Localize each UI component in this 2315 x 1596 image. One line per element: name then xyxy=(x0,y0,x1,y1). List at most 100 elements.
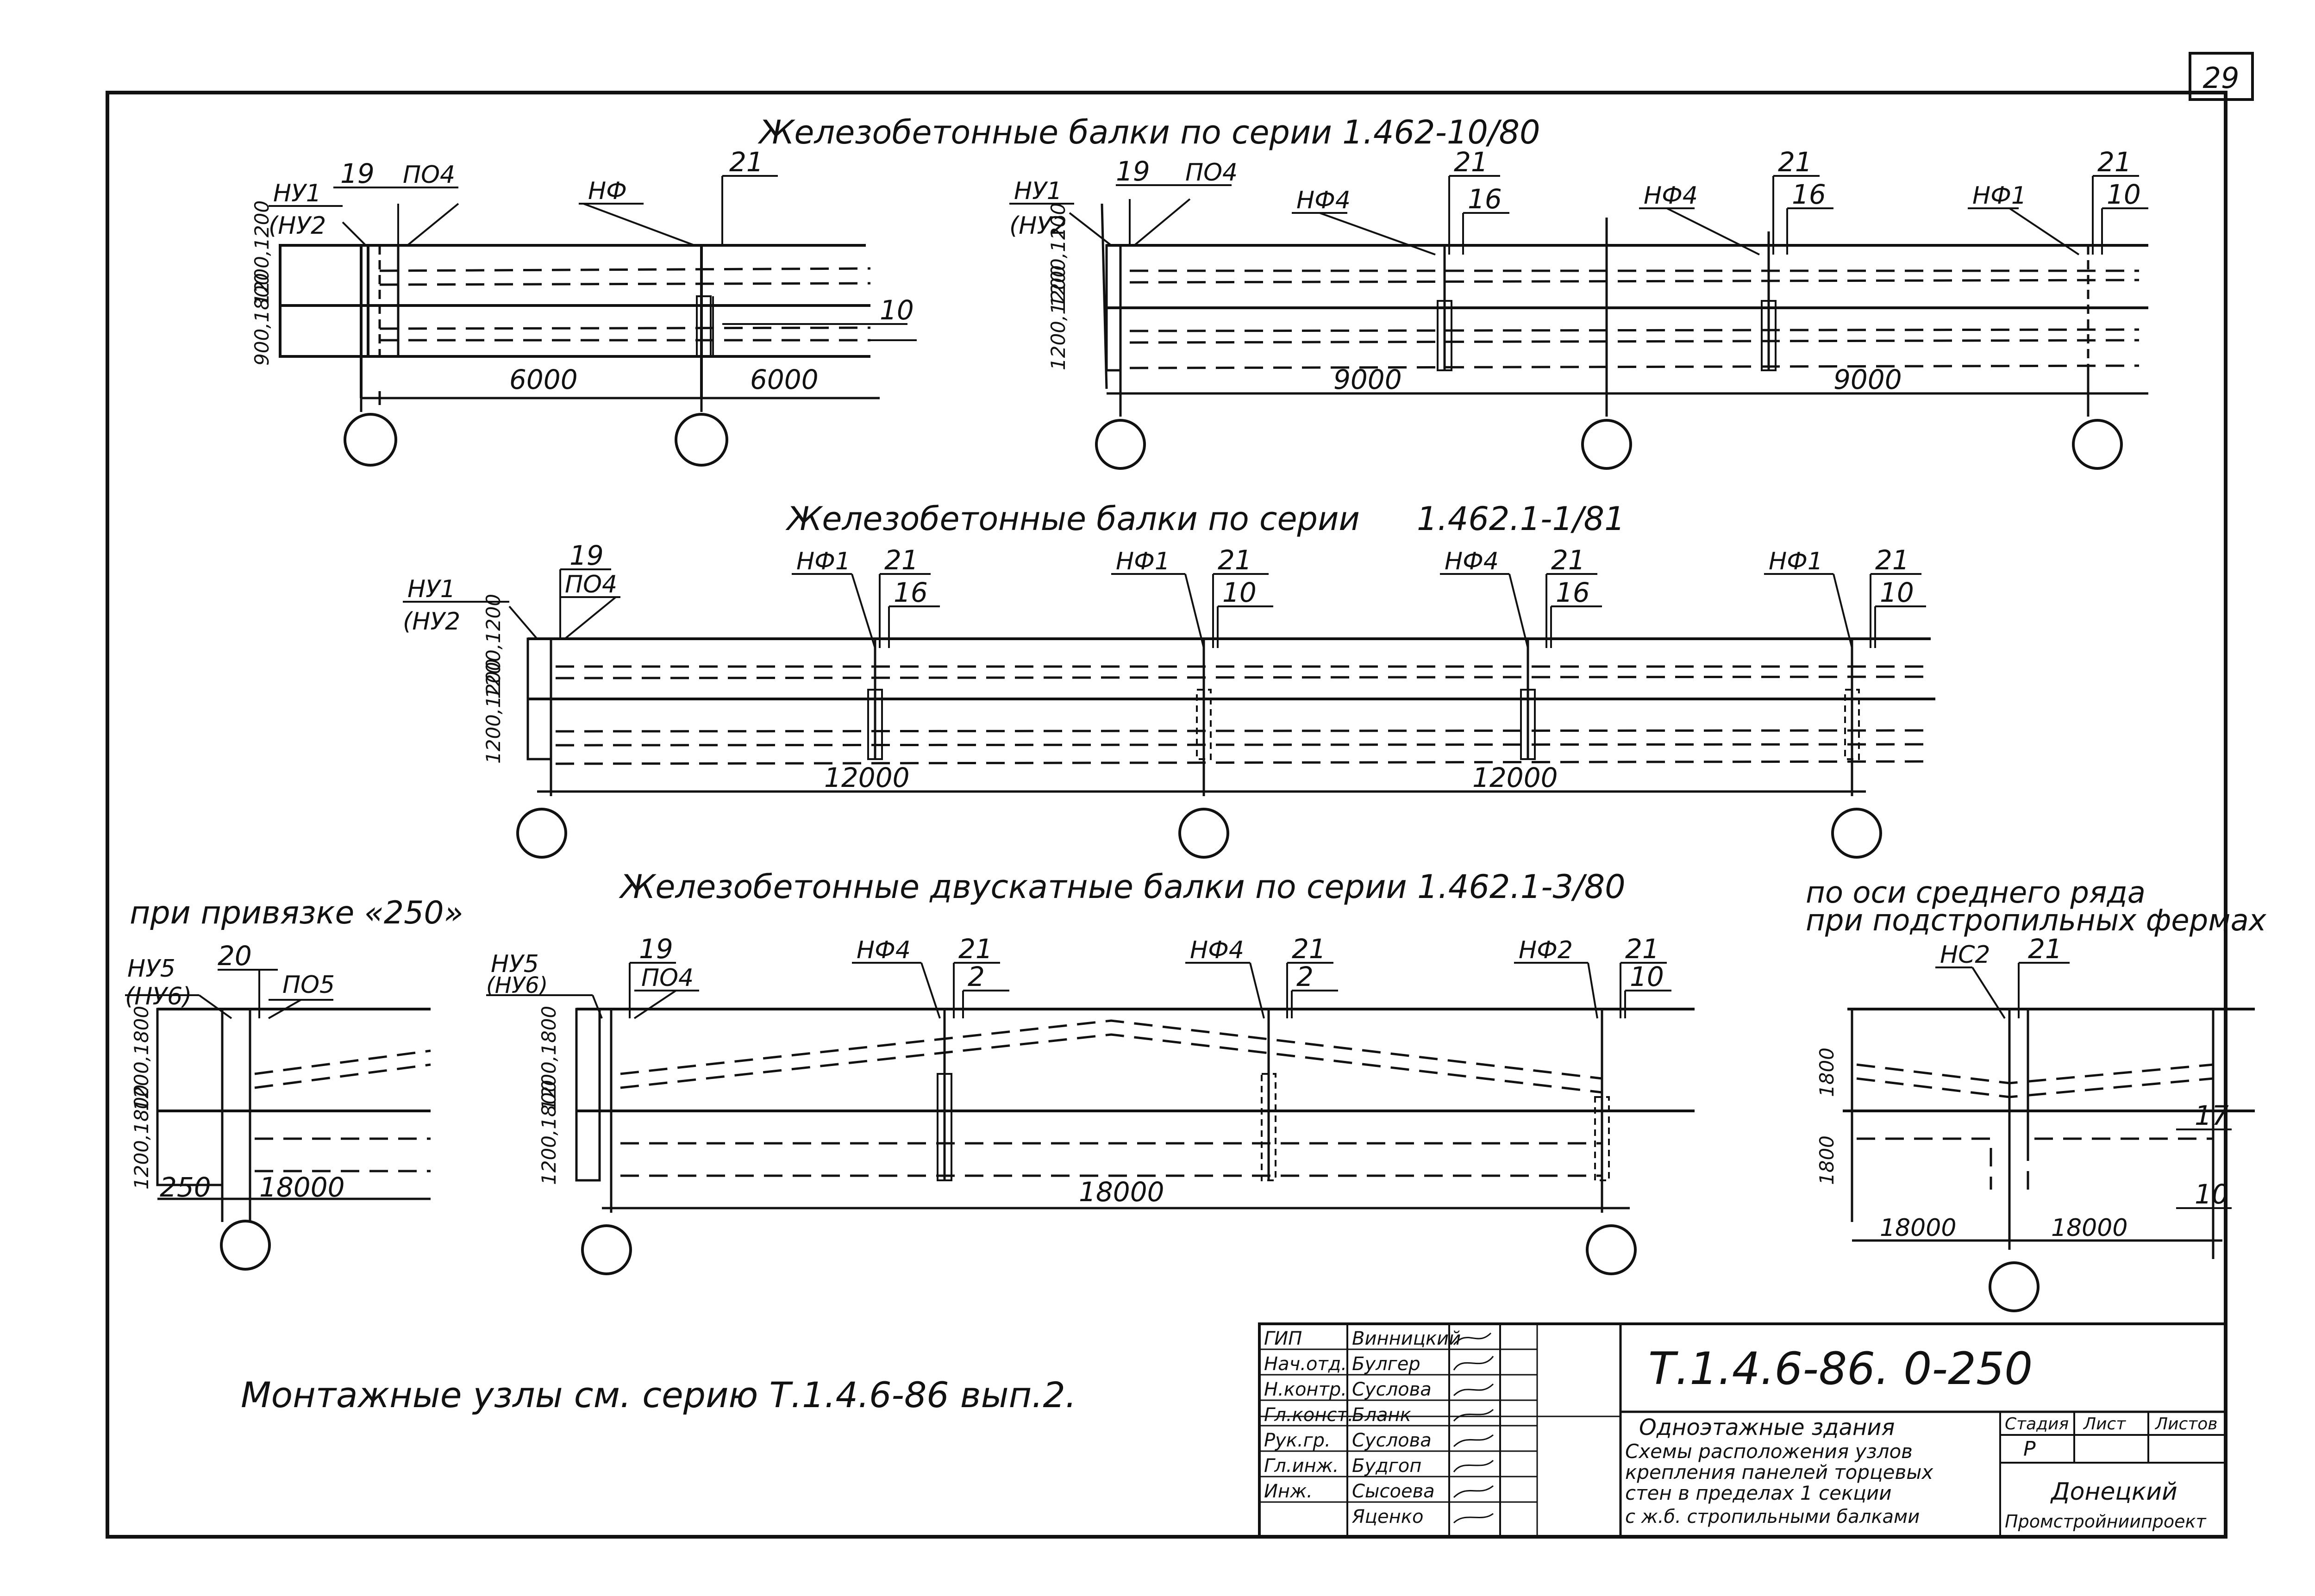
tb-org-2: Промстройниипроект xyxy=(2005,1511,2207,1532)
s3-left-mark-b: ПО5 xyxy=(282,971,335,999)
signature-5 xyxy=(1453,1434,1494,1447)
s2-node-2: НФ1 xyxy=(1116,548,1170,575)
tb-name-2: Булгер xyxy=(1352,1353,1420,1375)
tb-name-4: Бланк xyxy=(1352,1404,1411,1426)
s1-right-node-3: НФ1 xyxy=(1972,182,2027,210)
s2-span-2: 12000 xyxy=(1472,762,1558,793)
s2-mark-b: ПО4 xyxy=(565,571,617,598)
s3-mid-node-1-sub: 2 xyxy=(968,961,985,992)
sheet-frame xyxy=(106,91,2227,1539)
s1-right-node-alt: (НУ2 xyxy=(1009,212,1067,240)
s3-mid-node-1: НФ4 xyxy=(857,936,911,964)
s2-node-3: НФ4 xyxy=(1445,548,1499,575)
s3-mid-node-alt: (НУ6) xyxy=(486,973,548,998)
tb-role-3: Н.контр. xyxy=(1264,1379,1347,1400)
tb-role-7: Инж. xyxy=(1264,1481,1313,1502)
tb-desc-4: стен в пределах 1 секции xyxy=(1625,1482,1892,1504)
s1-right-mark-b: ПО4 xyxy=(1185,159,1238,187)
tb-name-6: Будгоп xyxy=(1352,1455,1421,1477)
s3-mid-diagram xyxy=(486,962,1695,1275)
s1-right-node-1-top: 21 xyxy=(1454,146,1488,178)
s3-right-diagram xyxy=(1843,962,2255,1312)
s1-right-node-2: НФ4 xyxy=(1644,182,1698,210)
s2-node-1: НФ1 xyxy=(796,548,851,575)
s2-span-1: 12000 xyxy=(824,762,910,793)
s1-right-span-2: 9000 xyxy=(1833,364,1902,395)
s2-node-3-sub: 16 xyxy=(1556,577,1590,608)
section1-title: Железобетонные балки по серии 1.462-10/8… xyxy=(757,113,1540,151)
s1-right-axis-bubble-1 xyxy=(1095,419,1146,470)
s1-right-dim-lower: 1200,1200 xyxy=(1047,265,1070,370)
s3-mid-node-main: НУ5 xyxy=(491,950,539,978)
s1-left-node-main: НУ1 xyxy=(273,180,321,207)
tb-desc-1: Одноэтажные здания xyxy=(1639,1415,1895,1440)
s1-right-axis-bubble-2 xyxy=(1581,419,1632,470)
tb-name-1: Винницкий xyxy=(1352,1328,1461,1349)
s1-left-axis-bubble-2 xyxy=(675,413,728,467)
s1-right-node-1-sub: 16 xyxy=(1468,183,1502,215)
s1-right-axis-bubble-3 xyxy=(2072,419,2123,470)
s3-right-title-2: при подстропильных фермах xyxy=(1806,904,2267,938)
s1-right-node-1: НФ4 xyxy=(1296,187,1351,214)
s2-axis-bubble-1 xyxy=(516,808,567,859)
s3-mid-node-2: НФ4 xyxy=(1190,936,1244,964)
s1-left-axis-bubble-1 xyxy=(344,413,397,467)
signature-6 xyxy=(1453,1459,1494,1472)
s3-mid-axis-bubble-2 xyxy=(1586,1224,1637,1275)
s1-left-dim-lower: 900,1800 xyxy=(250,273,273,366)
s2-dim-upper: 1200,1200 xyxy=(482,594,505,699)
s2-node-1-sub: 16 xyxy=(894,577,928,608)
s2-node-4: НФ1 xyxy=(1769,548,1823,575)
s2-node-4-top: 21 xyxy=(1875,544,1909,576)
tb-hdr-stage: Стадия xyxy=(2005,1415,2069,1434)
s3-mid-span: 18000 xyxy=(1079,1176,1164,1208)
s2-axis-bubble-3 xyxy=(1831,808,1882,859)
s1-right-span-1: 9000 xyxy=(1333,364,1402,395)
s1-right-node-main: НУ1 xyxy=(1014,177,1062,205)
signature-8 xyxy=(1453,1513,1494,1524)
s3-right-mark-10: 10 xyxy=(2195,1178,2229,1210)
s3-left-dim-b: 18000 xyxy=(259,1172,345,1203)
s3-mid-dim-upper: 1200,1800 xyxy=(538,1006,560,1111)
s3-right-span-2: 18000 xyxy=(2051,1214,2127,1242)
tb-name-7: Сысоева xyxy=(1352,1481,1435,1502)
s1-left-column xyxy=(279,244,369,358)
s3-right-span-1: 18000 xyxy=(1880,1214,1956,1242)
s1-right-dim-upper: 1200,1200 xyxy=(1047,203,1070,308)
s3-mid-node-1-top: 21 xyxy=(958,933,993,965)
s1-left-dim-upper: 1200,1200 xyxy=(250,200,273,305)
s1-left-end-mark: 10 xyxy=(880,294,914,326)
title-block xyxy=(1258,1322,2227,1538)
signature-1 xyxy=(1453,1332,1492,1345)
signature-4 xyxy=(1453,1409,1494,1421)
s2-axis-bubble-2 xyxy=(1178,808,1229,859)
s3-mid-dim-lower: 1200,1800 xyxy=(538,1080,560,1185)
s1-right-diagram xyxy=(1009,175,2148,470)
s3-left-diagram xyxy=(125,969,431,1271)
doc-code: Т.1.4.6-86. 0-250 xyxy=(1648,1343,2033,1395)
s1-right-node-2-sub: 16 xyxy=(1792,179,1826,210)
signature-2 xyxy=(1453,1356,1494,1371)
s3-mid-node-3: НФ2 xyxy=(1519,936,1573,964)
s3-left-title: при привязке «250» xyxy=(130,895,463,931)
tb-name-5: Суслова xyxy=(1352,1430,1432,1451)
s3-mid-node-3-top: 21 xyxy=(1625,933,1659,965)
s3-mid-mark-a: 19 xyxy=(639,933,673,965)
s2-node-2-sub: 10 xyxy=(1222,577,1257,608)
s2-node-1-top: 21 xyxy=(884,544,919,576)
s3-mid-mark-b: ПО4 xyxy=(641,964,694,992)
tb-desc-3: крепления панелей торцевых xyxy=(1625,1461,1933,1484)
s3-left-mark-a: 20 xyxy=(218,940,252,972)
s1-left-mark-a: 19 xyxy=(340,158,375,189)
section2-title-b: 1.462.1-1/81 xyxy=(1417,500,1625,538)
tb-role-5: Рук.гр. xyxy=(1264,1430,1331,1451)
s3-right-dim-upper: 1800 xyxy=(1815,1047,1838,1097)
s1-right-node-2-top: 21 xyxy=(1778,146,1812,178)
tb-role-4: Гл.конст. xyxy=(1264,1404,1353,1426)
footnote: Монтажные узлы см. серию Т.1.4.6-86 вып.… xyxy=(241,1374,1076,1415)
s3-right-axis-bubble xyxy=(1989,1261,2040,1312)
s2-mark-a: 19 xyxy=(569,540,604,571)
s1-left-span-2: 6000 xyxy=(750,364,819,395)
s2-node-3-top: 21 xyxy=(1551,544,1585,576)
s1-left-diagram xyxy=(269,175,917,467)
